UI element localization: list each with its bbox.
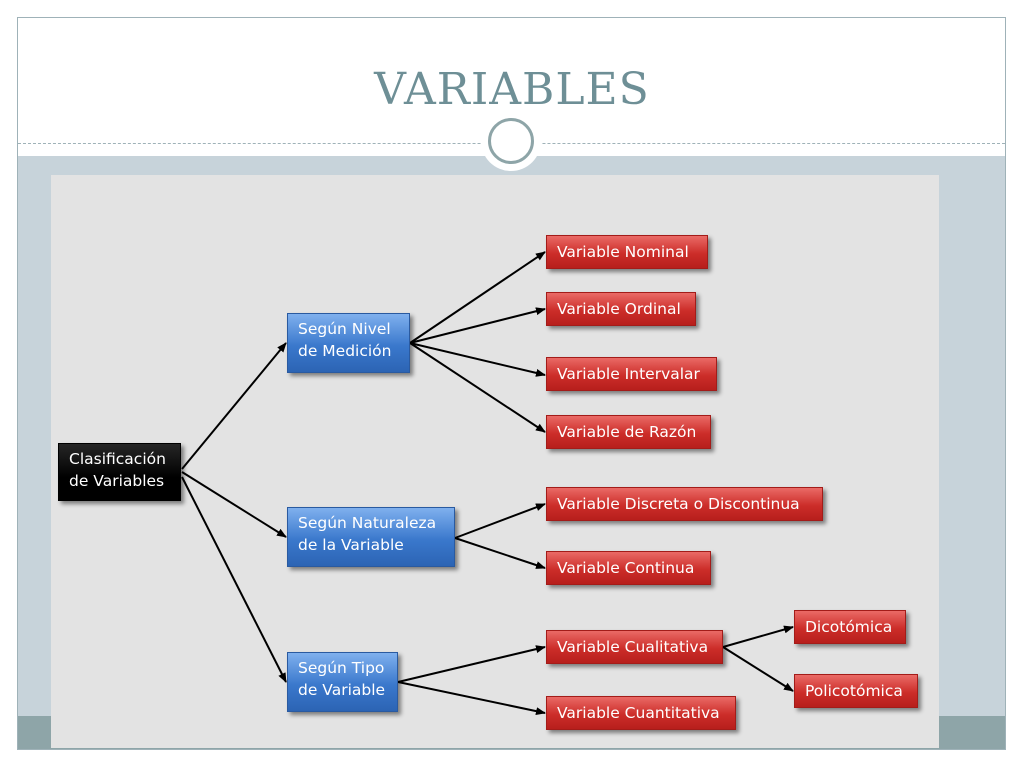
category-node-naturaleza: Según Naturaleza de la Variable bbox=[287, 507, 455, 567]
category-node-medicion: Según Nivel de Medición bbox=[287, 313, 410, 373]
root-node: Clasificación de Variables bbox=[58, 443, 181, 501]
root-node-line1: Clasificación bbox=[69, 450, 166, 468]
arrow-tipo-to-cualitativa bbox=[397, 645, 546, 683]
category-node-tipo: Según Tipo de Variable bbox=[287, 652, 398, 712]
leaf-policotomica: Policotómica bbox=[794, 674, 918, 708]
arrow-medicion-to-intervalar bbox=[409, 342, 546, 377]
leaf-variable-de-razon: Variable de Razón bbox=[546, 415, 711, 449]
leaf-variable-discreta: Variable Discreta o Discontinua bbox=[546, 487, 823, 521]
root-node-line2: de Variables bbox=[69, 472, 165, 490]
leaf-variable-nominal: Variable Nominal bbox=[546, 235, 708, 269]
divider-ornament bbox=[481, 111, 541, 171]
arrow-cualitativa-to-policotomica bbox=[722, 646, 794, 692]
leaf-variable-intervalar: Variable Intervalar bbox=[546, 357, 717, 391]
arrow-root-to-medicion bbox=[181, 342, 287, 470]
arrow-root-to-tipo bbox=[181, 476, 287, 683]
arrow-medicion-to-nominal bbox=[409, 251, 546, 344]
slide-title: VARIABLES bbox=[374, 64, 650, 115]
diagram-panel bbox=[51, 175, 939, 748]
category-node-line1: Según Nivel bbox=[298, 320, 391, 338]
arrow-cualitativa-to-dicotomica bbox=[722, 625, 794, 648]
leaf-variable-cualitativa: Variable Cualitativa bbox=[546, 630, 723, 664]
leaf-variable-continua: Variable Continua bbox=[546, 551, 711, 585]
arrow-medicion-to-razon bbox=[409, 342, 546, 433]
category-node-line2: de Medición bbox=[298, 342, 392, 360]
ring-icon bbox=[488, 118, 534, 164]
arrow-tipo-to-cuantitativa bbox=[397, 681, 546, 716]
arrow-medicion-to-ordinal bbox=[409, 307, 546, 344]
category-node-line1: Según Tipo bbox=[298, 659, 385, 677]
category-node-line1: Según Naturaleza bbox=[298, 514, 437, 532]
category-node-line2: de la Variable bbox=[298, 536, 404, 554]
arrow-naturaleza-to-continua bbox=[454, 537, 546, 569]
leaf-dicotomica: Dicotómica bbox=[794, 610, 906, 644]
arrow-naturaleza-to-discreta bbox=[454, 503, 546, 539]
leaf-variable-ordinal: Variable Ordinal bbox=[546, 292, 696, 326]
category-node-line2: de Variable bbox=[298, 681, 386, 699]
leaf-variable-cuantitativa: Variable Cuantitativa bbox=[546, 696, 736, 730]
arrow-root-to-naturaleza bbox=[181, 471, 287, 538]
